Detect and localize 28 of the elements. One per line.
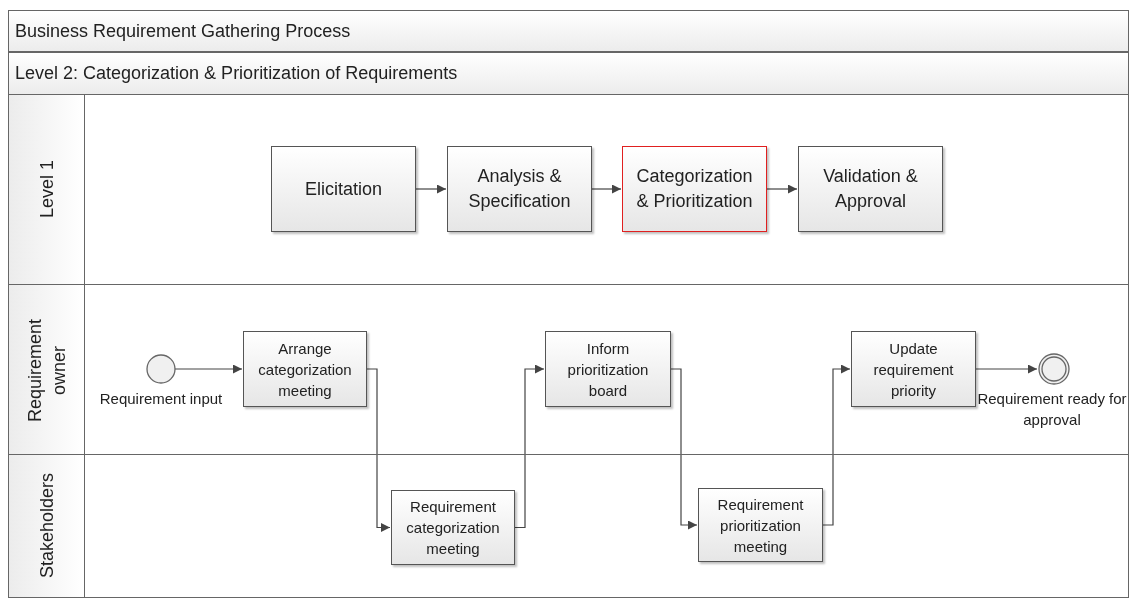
lane-title: Requirement owner	[23, 316, 70, 424]
arrow	[669, 368, 698, 530]
process-box: Update requirement priority	[851, 331, 976, 407]
level-title: Level 2: Categorization & Prioritization of Requirements	[15, 63, 458, 84]
process-box: Inform prioritization board	[545, 331, 671, 407]
event-label: Requirement ready for approval	[977, 389, 1127, 430]
lane-title: Level 1	[35, 160, 58, 219]
header-band	[8, 52, 1129, 95]
arrow	[590, 184, 622, 194]
process-box: Validation & Approval	[798, 146, 943, 232]
lane-title: Stakeholders	[35, 473, 58, 579]
arrow	[365, 368, 391, 532]
process-box: Requirement prioritization meeting	[698, 488, 823, 562]
process-box: Requirement categorization meeting	[391, 490, 515, 565]
process-box: Arrange categorization meeting	[243, 331, 367, 407]
start-event-circle	[146, 354, 176, 384]
process-box: Elicitation	[271, 146, 416, 232]
arrow	[414, 184, 447, 194]
process-box: Categorization & Prioritization	[622, 146, 767, 232]
event-label: Requirement input	[98, 389, 224, 409]
process-box: Analysis & Specification	[447, 146, 592, 232]
arrow	[821, 364, 851, 526]
arrow	[765, 184, 798, 194]
pool-title: Business Requirement Gathering Process	[15, 20, 351, 42]
arrow	[513, 364, 545, 529]
header-band	[8, 10, 1129, 52]
arrow	[974, 364, 1038, 374]
end-event-circle	[1038, 353, 1070, 385]
